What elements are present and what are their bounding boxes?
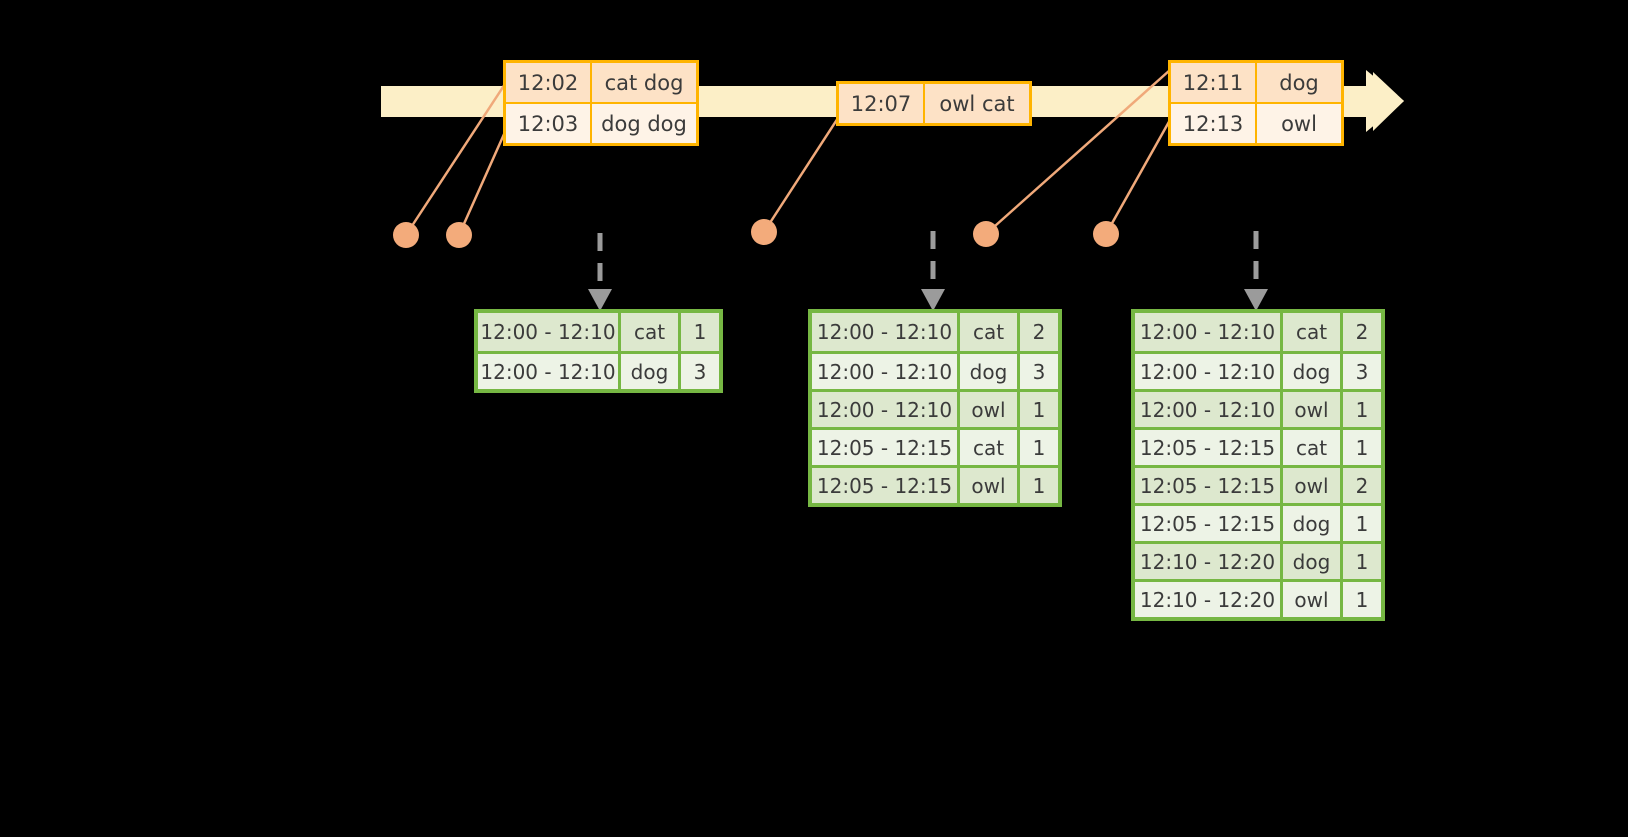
table-row[interactable]: 12:05 - 12:15 owl 1	[812, 465, 1058, 503]
table-row[interactable]: 12:00 - 12:10 owl 1	[1135, 389, 1381, 427]
key-cell: cat	[1283, 430, 1343, 465]
key-cell: owl	[1283, 392, 1343, 427]
window-cell: 12:00 - 12:10	[478, 313, 621, 351]
table-row[interactable]: 12:00 - 12:10 dog 3	[478, 351, 719, 389]
table-row[interactable]: 12:00 - 12:10 dog 3	[812, 351, 1058, 389]
event-row[interactable]: 12:07 owl cat	[839, 84, 1029, 123]
emit-arrow-heads	[588, 289, 1268, 311]
count-cell: 2	[1355, 320, 1369, 344]
key-cell: owl	[960, 468, 1020, 503]
key-cell: owl	[1283, 582, 1343, 617]
result-table-1[interactable]: 12:00 - 12:10 cat 1 12:00 - 12:10 dog 3	[474, 309, 723, 393]
event-time: 12:03	[506, 104, 592, 143]
event-words: dog	[1279, 70, 1319, 95]
count-cell: 2	[1032, 320, 1046, 344]
event-words: owl	[1281, 111, 1317, 136]
count-cell: 3	[1355, 359, 1369, 384]
event-row[interactable]: 12:02 cat dog	[506, 63, 696, 102]
key-cell: cat	[621, 313, 681, 351]
key-cell: dog	[1283, 354, 1343, 389]
event-time: 12:07	[839, 84, 925, 123]
emit-arrows	[597, 231, 1259, 292]
marker-dot	[1093, 221, 1119, 247]
table-row[interactable]: 12:10 - 12:20 owl 1	[1135, 579, 1381, 617]
key-cell: dog	[1283, 506, 1343, 541]
event-marker-dots	[393, 219, 1119, 248]
key-cell: dog	[960, 354, 1020, 389]
key-cell: cat	[960, 430, 1020, 465]
window-cell: 12:00 - 12:10	[1135, 392, 1283, 427]
count-cell: 3	[693, 359, 707, 384]
event-group-2[interactable]: 12:07 owl cat	[836, 81, 1032, 126]
event-words: cat dog	[604, 70, 684, 95]
event-row[interactable]: 12:03 dog dog	[506, 102, 696, 143]
count-cell: 1	[1355, 511, 1369, 536]
window-cell: 12:05 - 12:15	[812, 468, 960, 503]
window-cell: 12:00 - 12:10	[812, 313, 960, 351]
window-cell: 12:00 - 12:10	[812, 354, 960, 389]
key-cell: cat	[1283, 313, 1343, 351]
window-cell: 12:05 - 12:15	[1135, 506, 1283, 541]
marker-dot	[393, 222, 419, 248]
result-table-3[interactable]: 12:00 - 12:10 cat 2 12:00 - 12:10 dog 3 …	[1131, 309, 1385, 621]
count-cell: 1	[693, 320, 707, 344]
count-cell: 1	[1032, 397, 1046, 422]
window-cell: 12:10 - 12:20	[1135, 582, 1283, 617]
table-row[interactable]: 12:05 - 12:15 cat 1	[1135, 427, 1381, 465]
table-row[interactable]: 12:00 - 12:10 owl 1	[812, 389, 1058, 427]
event-words: owl cat	[939, 91, 1015, 116]
event-group-1[interactable]: 12:02 cat dog 12:03 dog dog	[503, 60, 699, 146]
table-row[interactable]: 12:00 - 12:10 cat 2	[1135, 313, 1381, 351]
window-cell: 12:00 - 12:10	[1135, 354, 1283, 389]
window-cell: 12:00 - 12:10	[478, 354, 621, 389]
key-cell: owl	[960, 392, 1020, 427]
result-table-2[interactable]: 12:00 - 12:10 cat 2 12:00 - 12:10 dog 3 …	[808, 309, 1062, 507]
count-cell: 1	[1032, 473, 1046, 498]
count-cell: 1	[1355, 435, 1369, 460]
count-cell: 1	[1355, 587, 1369, 612]
key-cell: cat	[960, 313, 1020, 351]
table-row[interactable]: 12:05 - 12:15 cat 1	[812, 427, 1058, 465]
event-time: 12:13	[1171, 104, 1257, 143]
event-words: dog dog	[601, 111, 687, 136]
window-cell: 12:00 - 12:10	[812, 392, 960, 427]
key-cell: owl	[1283, 468, 1343, 503]
count-cell: 1	[1032, 435, 1046, 460]
table-row[interactable]: 12:05 - 12:15 dog 1	[1135, 503, 1381, 541]
key-cell: dog	[1283, 544, 1343, 579]
table-row[interactable]: 12:00 - 12:10 dog 3	[1135, 351, 1381, 389]
table-row[interactable]: 12:10 - 12:20 dog 1	[1135, 541, 1381, 579]
event-row[interactable]: 12:13 owl	[1171, 102, 1341, 143]
event-row[interactable]: 12:11 dog	[1171, 63, 1341, 102]
marker-dot	[446, 222, 472, 248]
event-group-3[interactable]: 12:11 dog 12:13 owl	[1168, 60, 1344, 146]
count-cell: 1	[1355, 397, 1369, 422]
event-time: 12:11	[1171, 63, 1257, 102]
count-cell: 2	[1355, 473, 1369, 498]
window-cell: 12:10 - 12:20	[1135, 544, 1283, 579]
table-row[interactable]: 12:05 - 12:15 owl 2	[1135, 465, 1381, 503]
event-time: 12:02	[506, 63, 592, 102]
key-cell: dog	[621, 354, 681, 389]
table-row[interactable]: 12:00 - 12:10 cat 2	[812, 313, 1058, 351]
window-cell: 12:05 - 12:15	[1135, 468, 1283, 503]
count-cell: 1	[1355, 549, 1369, 574]
marker-dot	[751, 219, 777, 245]
marker-dot	[973, 221, 999, 247]
table-row[interactable]: 12:00 - 12:10 cat 1	[478, 313, 719, 351]
window-cell: 12:00 - 12:10	[1135, 313, 1283, 351]
window-cell: 12:05 - 12:15	[1135, 430, 1283, 465]
window-cell: 12:05 - 12:15	[812, 430, 960, 465]
count-cell: 3	[1032, 359, 1046, 384]
